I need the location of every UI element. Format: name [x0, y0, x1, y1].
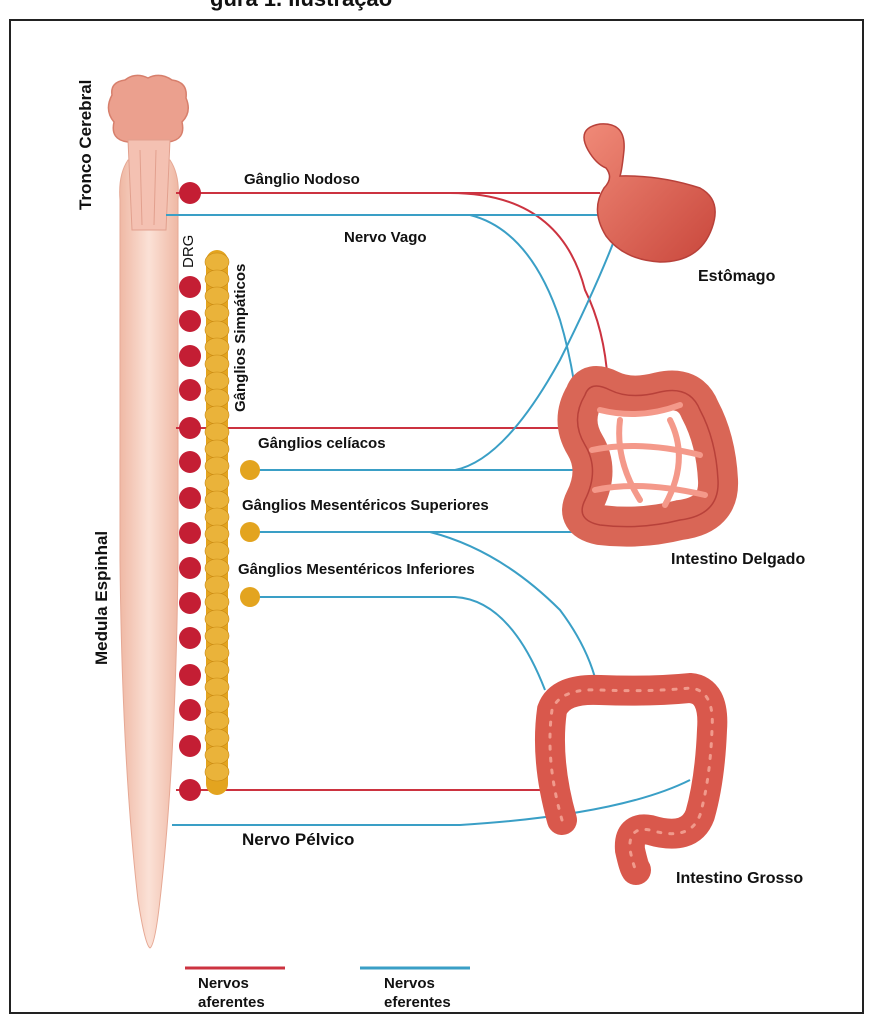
sympathetic-ganglion — [205, 644, 229, 662]
label-inferior-mesenteric: Gânglios Mesentéricos Inferiores — [238, 561, 475, 578]
sympathetic-ganglion — [205, 457, 229, 475]
label-vagus-nerve: Nervo Vago — [344, 229, 427, 246]
sympathetic-ganglion — [205, 695, 229, 713]
drg-dot — [179, 487, 201, 509]
spinal-cord — [120, 160, 179, 948]
label-stomach: Estômago — [698, 268, 775, 286]
drg-dot — [179, 182, 201, 204]
sympathetic-ganglion — [205, 321, 229, 339]
drg-dot — [179, 664, 201, 686]
inferior-mesenteric-ganglion — [240, 587, 260, 607]
label-small-intestine: Intestino Delgado — [671, 551, 805, 569]
sympathetic-ganglion — [205, 253, 229, 271]
sympathetic-ganglion — [205, 593, 229, 611]
celiac-ganglion — [240, 460, 260, 480]
drg-dot — [179, 735, 201, 757]
sympathetic-ganglion — [205, 440, 229, 458]
label-superior-mesenteric: Gânglios Mesentéricos Superiores — [242, 497, 489, 514]
sympathetic-ganglion — [205, 627, 229, 645]
label-drg: DRG — [180, 235, 197, 268]
sympathetic-ganglion — [205, 287, 229, 305]
label-brainstem: Tronco Cerebral — [76, 80, 96, 210]
sympathetic-ganglion — [205, 304, 229, 322]
sympathetic-ganglion — [205, 525, 229, 543]
stomach-icon — [584, 124, 715, 262]
drg-dot — [179, 310, 201, 332]
drg-dot — [179, 345, 201, 367]
sympathetic-ganglion — [205, 763, 229, 781]
label-spinal-cord: Medula Espinhal — [92, 531, 112, 665]
drg-dot — [179, 779, 201, 801]
label-pelvic-nerve: Nervo Pélvico — [242, 830, 354, 850]
label-nodose-ganglion: Gânglio Nodoso — [244, 171, 360, 188]
small-intestine-icon — [578, 386, 719, 527]
legend-afferent-line2: aferentes — [198, 994, 265, 1011]
sympathetic-ganglion — [205, 542, 229, 560]
drg-dot — [179, 379, 201, 401]
sympathetic-ganglia-chain — [205, 250, 229, 795]
sympathetic-ganglion — [205, 678, 229, 696]
legend-afferent-swatch — [185, 965, 285, 971]
legend-efferent-line1: Nervos — [384, 975, 435, 992]
sympathetic-ganglion — [205, 746, 229, 764]
sympathetic-ganglion — [205, 355, 229, 373]
label-celiac-ganglia: Gânglios celíacos — [258, 435, 386, 452]
sympathetic-ganglion — [205, 712, 229, 730]
drg-dot — [179, 522, 201, 544]
sympathetic-ganglion — [205, 491, 229, 509]
sympathetic-ganglion — [205, 610, 229, 628]
superior-mesenteric-ganglion — [240, 522, 260, 542]
drg-dot — [179, 276, 201, 298]
sympathetic-ganglion — [205, 729, 229, 747]
label-sympathetic-ganglia: Gânglios Simpáticos — [232, 264, 249, 412]
sympathetic-ganglion — [205, 474, 229, 492]
sympathetic-ganglion — [205, 423, 229, 441]
drg-dot — [179, 592, 201, 614]
drg-dot — [179, 451, 201, 473]
drg-dot — [179, 417, 201, 439]
drg-dots — [179, 182, 201, 801]
legend-efferent-swatch — [360, 965, 470, 971]
drg-dot — [179, 557, 201, 579]
drg-dot — [179, 699, 201, 721]
sympathetic-ganglion — [205, 406, 229, 424]
sympathetic-ganglion — [205, 508, 229, 526]
sympathetic-ganglion — [205, 389, 229, 407]
sympathetic-ganglion — [205, 372, 229, 390]
sympathetic-ganglion — [205, 559, 229, 577]
sympathetic-ganglion — [205, 338, 229, 356]
large-intestine-icon — [550, 688, 712, 870]
label-large-intestine: Intestino Grosso — [676, 870, 803, 888]
sympathetic-ganglion — [205, 270, 229, 288]
sympathetic-ganglion — [205, 576, 229, 594]
sympathetic-ganglion — [205, 661, 229, 679]
drg-dot — [179, 627, 201, 649]
legend-efferent-line2: eferentes — [384, 994, 451, 1011]
legend-afferent-line1: Nervos — [198, 975, 249, 992]
